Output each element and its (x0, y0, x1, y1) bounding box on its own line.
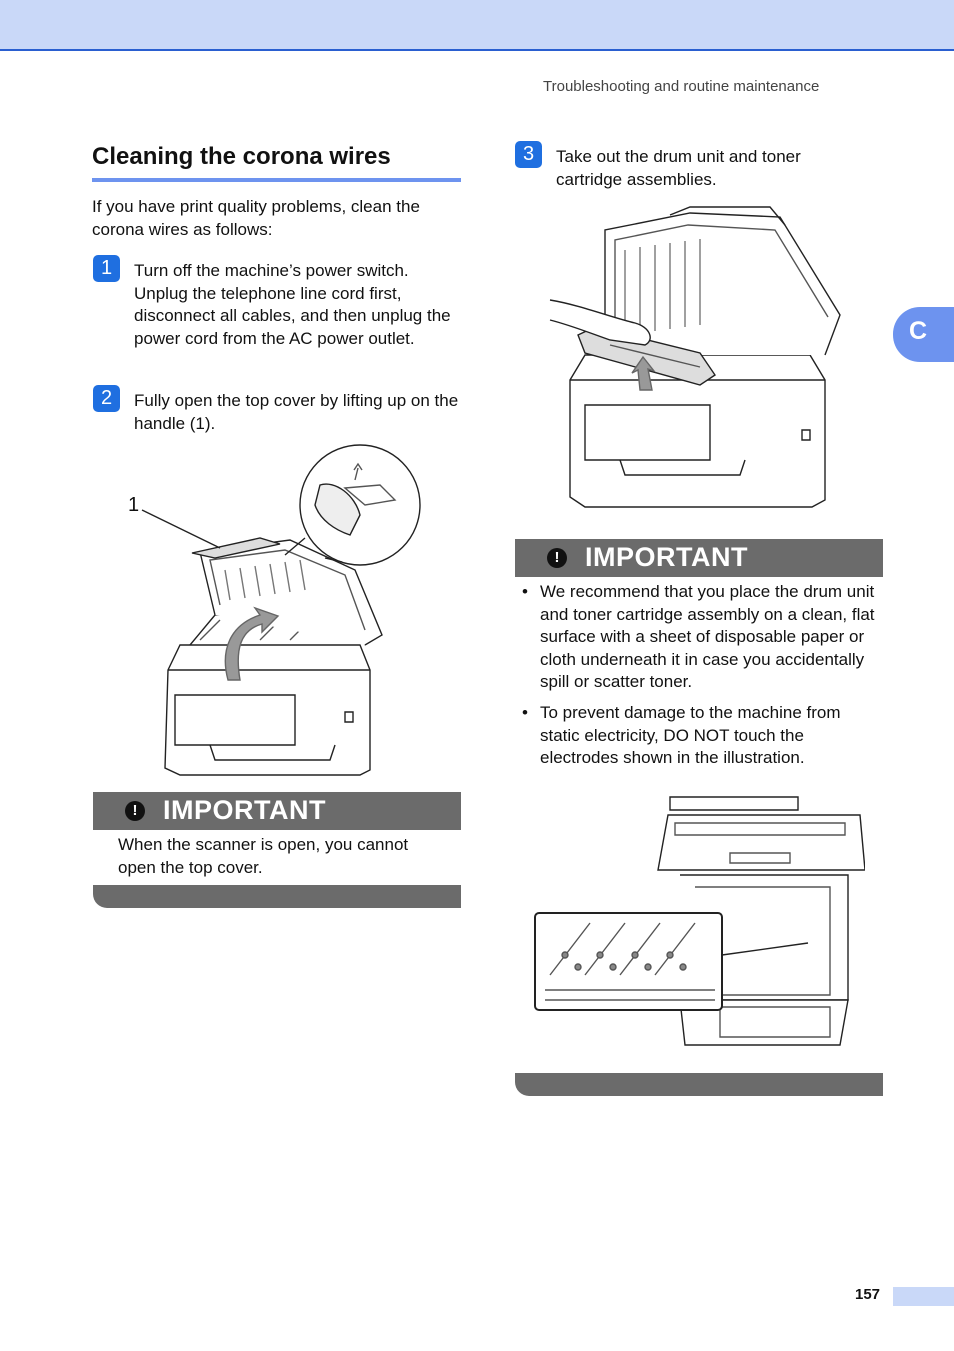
important-1-footer (93, 886, 461, 908)
important-2-divider (515, 1073, 883, 1074)
chapter-tab-letter: C (909, 317, 928, 345)
top-header-band (0, 0, 954, 51)
bullet-dot: • (522, 703, 528, 722)
important-1-text: When the scanner is open, you cannot ope… (118, 835, 409, 877)
printer-open-cover-illustration (120, 440, 430, 780)
step-3-badge: 3 (515, 141, 542, 168)
exclamation-icon: ! (547, 548, 567, 568)
page-number: 157 (855, 1286, 881, 1303)
title-underline (92, 178, 461, 182)
step-3-text: Take out the drum unit and toner cartrid… (556, 147, 801, 189)
bullet-2-text: To prevent damage to the machine from st… (540, 703, 841, 767)
intro-paragraph: If you have print quality problems, clea… (92, 197, 420, 239)
important-2-bullet-1: • We recommend that you place the drum u… (522, 581, 885, 694)
section-title: Cleaning the corona wires (92, 143, 391, 170)
electrodes-illustration (530, 795, 865, 1053)
chapter-tab: C (893, 307, 954, 362)
important-2-bullet-2: • To prevent damage to the machine from … (522, 702, 880, 770)
running-header: Troubleshooting and routine maintenance (543, 78, 820, 95)
step-1-badge: 1 (93, 255, 120, 282)
bullet-1-text: We recommend that you place the drum uni… (540, 582, 875, 691)
step-1-text: Turn off the machine’s power switch. Unp… (134, 261, 451, 348)
exclamation-icon: ! (125, 801, 145, 821)
important-header-2: ! IMPORTANT (515, 539, 883, 577)
step-2-badge: 2 (93, 385, 120, 412)
important-label-2: IMPORTANT (585, 542, 748, 572)
important-1-divider (93, 885, 461, 886)
important-label-1: IMPORTANT (163, 795, 326, 825)
important-header-1: ! IMPORTANT (93, 792, 461, 830)
page-number-bar (893, 1287, 954, 1306)
bullet-dot: • (522, 582, 528, 601)
drum-removal-illustration (540, 205, 860, 515)
important-2-footer (515, 1074, 883, 1096)
step-2-text: Fully open the top cover by lifting up o… (134, 391, 459, 433)
figure-callout-1: 1 (128, 494, 140, 516)
